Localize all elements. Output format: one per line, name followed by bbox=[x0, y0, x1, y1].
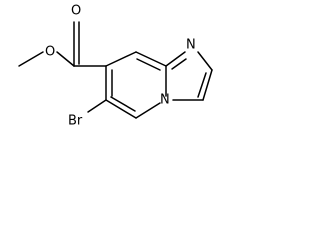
bond-methyl-o bbox=[18, 51, 44, 67]
bond-c5-c6-inner bbox=[110, 96, 136, 112]
bond-c5-c6 bbox=[105, 99, 137, 119]
chemical-structure: O O N N Br bbox=[18, 4, 213, 129]
atom-br: Br bbox=[68, 114, 83, 129]
bond-c8a-n1 bbox=[165, 51, 186, 67]
bonds bbox=[18, 21, 213, 119]
bond-c7-c8 bbox=[105, 51, 137, 67]
atom-labels: O O N N Br bbox=[45, 4, 196, 129]
bond-c6-br bbox=[87, 99, 107, 113]
bond-c2-c3-inner bbox=[197, 72, 207, 98]
atom-n-bridge: N bbox=[160, 93, 170, 108]
bond-c2-c3 bbox=[202, 69, 213, 101]
bond-c8-c8a-inner bbox=[136, 58, 161, 71]
atom-o-carbonyl: O bbox=[71, 4, 81, 19]
bond-n4-c5 bbox=[135, 102, 161, 119]
bond-o-carbonyl-c bbox=[56, 51, 75, 67]
bond-c8a-n1-inner bbox=[171, 58, 187, 70]
bond-c8-c8a bbox=[135, 51, 167, 67]
atom-o-ester: O bbox=[45, 45, 55, 60]
bond-n1-c2 bbox=[197, 51, 213, 71]
atom-n-imidazole: N bbox=[186, 38, 196, 53]
